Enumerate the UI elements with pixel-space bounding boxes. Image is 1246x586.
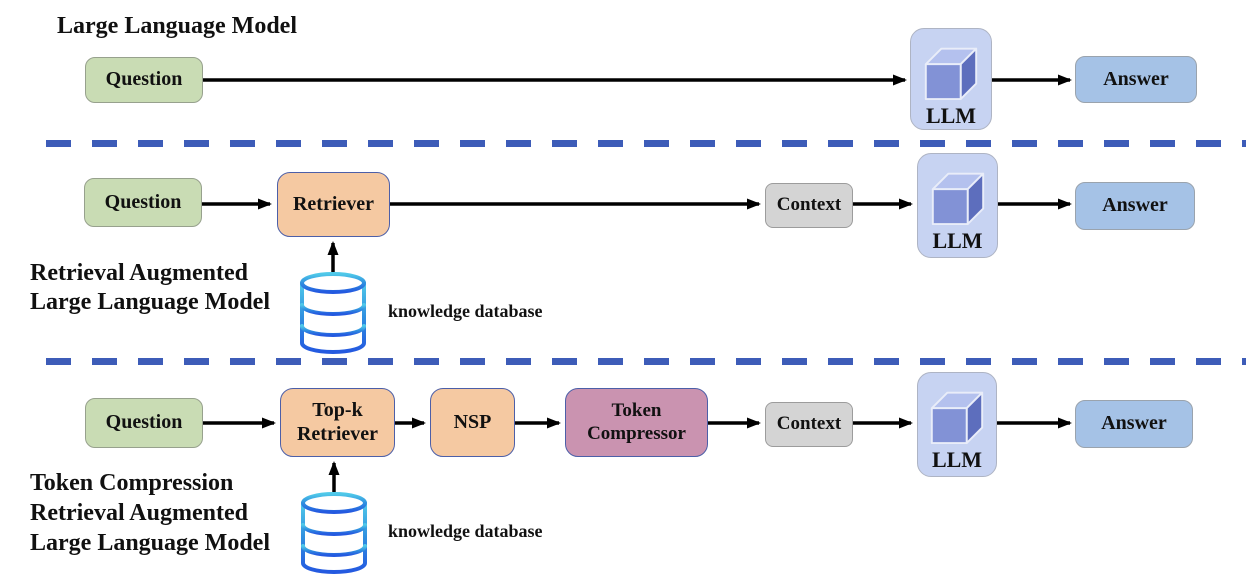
llm-box-row3: LLM — [917, 372, 997, 477]
section-title-token-compression-rag: Token Compression Retrieval Augmented La… — [30, 468, 270, 558]
llm-cube-icon — [930, 391, 984, 445]
nsp-box: NSP — [430, 388, 515, 457]
llm-cube-icon — [931, 172, 984, 226]
llm-cube-icon — [924, 47, 978, 101]
database-cylinder-icon — [300, 272, 366, 354]
question-box-row2: Question — [84, 178, 202, 227]
section-title-line: Token Compression — [30, 470, 234, 496]
answer-label: Answer — [1101, 412, 1167, 435]
topk-retriever-label-line2: Retriever — [296, 422, 379, 445]
database-cylinder-icon — [301, 492, 367, 574]
answer-label: Answer — [1103, 67, 1169, 90]
context-box-row3: Context — [765, 402, 853, 447]
llm-label: LLM — [925, 103, 977, 128]
llm-label: LLM — [931, 447, 983, 472]
nsp-label: NSP — [453, 410, 492, 433]
section-title-line: Retrieval Augmented — [30, 260, 248, 286]
retriever-box: Retriever — [277, 172, 390, 237]
question-label: Question — [105, 411, 183, 434]
retriever-label: Retriever — [292, 192, 375, 215]
question-label: Question — [104, 190, 182, 213]
llm-box-row2: LLM — [917, 153, 998, 258]
context-label: Context — [776, 194, 842, 216]
llm-label: LLM — [932, 228, 983, 253]
answer-box-row1: Answer — [1075, 56, 1197, 103]
section-title-line: Large Language Model — [30, 530, 270, 556]
topk-retriever-box: Top-k Retriever — [280, 388, 395, 457]
knowledge-database-icon-row2 — [298, 271, 368, 360]
section-title-line: Large Language Model — [30, 289, 270, 315]
token-compressor-box: Token Compressor — [565, 388, 708, 457]
section-title-line: Retrieval Augmented — [30, 500, 248, 526]
knowledge-database-label-row2: knowledge database — [388, 301, 543, 321]
question-box-row3: Question — [85, 398, 203, 448]
question-label: Question — [105, 68, 183, 91]
section-title-rag: Retrieval Augmented Large Language Model — [30, 259, 270, 317]
context-box-row2: Context — [765, 183, 853, 228]
section-title-llm: Large Language Model — [57, 11, 297, 41]
topk-retriever-label-line1: Top-k — [312, 398, 363, 421]
knowledge-database-icon-row3 — [299, 491, 369, 580]
question-box-row1: Question — [85, 57, 203, 103]
token-compressor-label-line1: Token — [611, 400, 662, 422]
answer-box-row2: Answer — [1075, 182, 1195, 230]
llm-box-row1: LLM — [910, 28, 992, 130]
section-title-line: Large Language Model — [57, 13, 297, 39]
context-label: Context — [776, 413, 842, 435]
answer-label: Answer — [1102, 194, 1168, 217]
answer-box-row3: Answer — [1075, 400, 1193, 448]
knowledge-database-label-row3: knowledge database — [388, 521, 543, 541]
token-compressor-label-line2: Compressor — [587, 422, 686, 444]
